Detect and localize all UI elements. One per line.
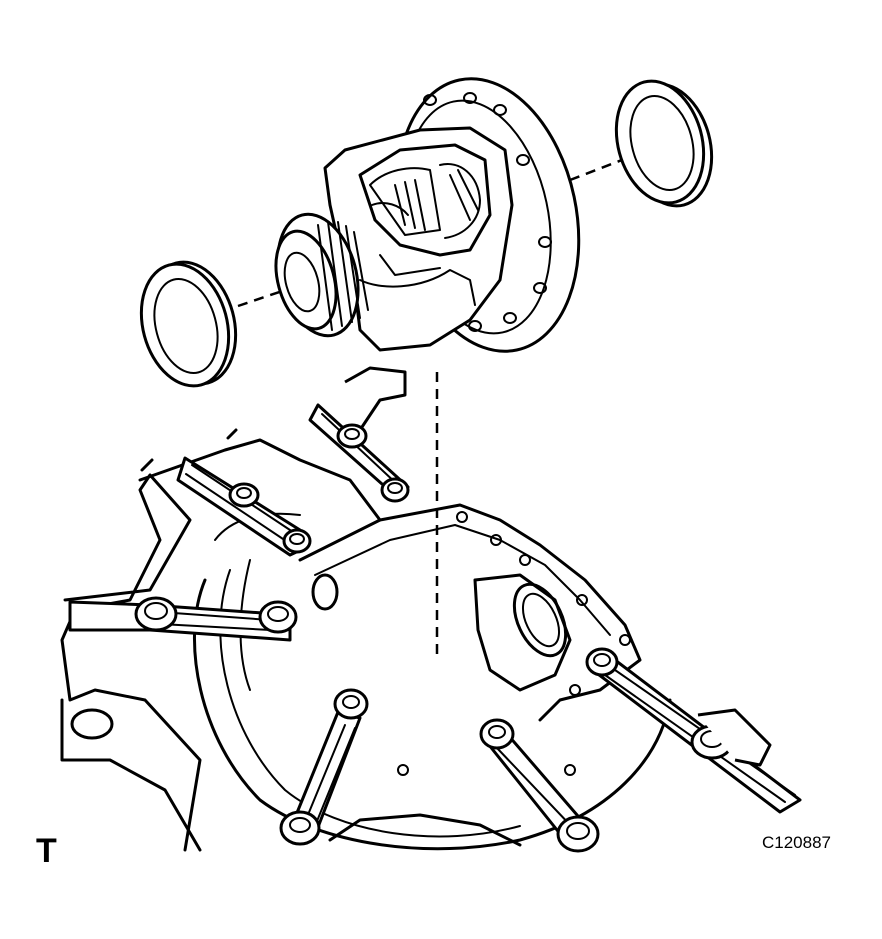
holding-tool — [68, 366, 802, 853]
bolt — [380, 477, 410, 503]
bolt — [479, 718, 515, 750]
case-side-hole — [311, 573, 339, 611]
differential-case — [274, 77, 581, 353]
tool-plate-top — [344, 366, 407, 431]
bolt — [228, 482, 260, 508]
bearing-outer-race-right — [614, 79, 714, 208]
bolt — [134, 596, 178, 632]
bolt — [556, 815, 600, 853]
bolt — [585, 647, 619, 677]
corner-letter: T — [36, 832, 57, 870]
bearing-outer-race-left — [139, 260, 238, 388]
case-mount-hole — [70, 708, 114, 740]
tool-arm-left — [68, 600, 292, 642]
bolt — [258, 600, 298, 634]
figure-code: C120887 — [762, 833, 832, 852]
bolt — [282, 528, 312, 554]
bolt — [279, 810, 321, 846]
tool-block-right — [697, 708, 772, 767]
bolt — [333, 688, 369, 720]
transaxle-case — [60, 438, 672, 852]
bolt — [336, 423, 368, 449]
